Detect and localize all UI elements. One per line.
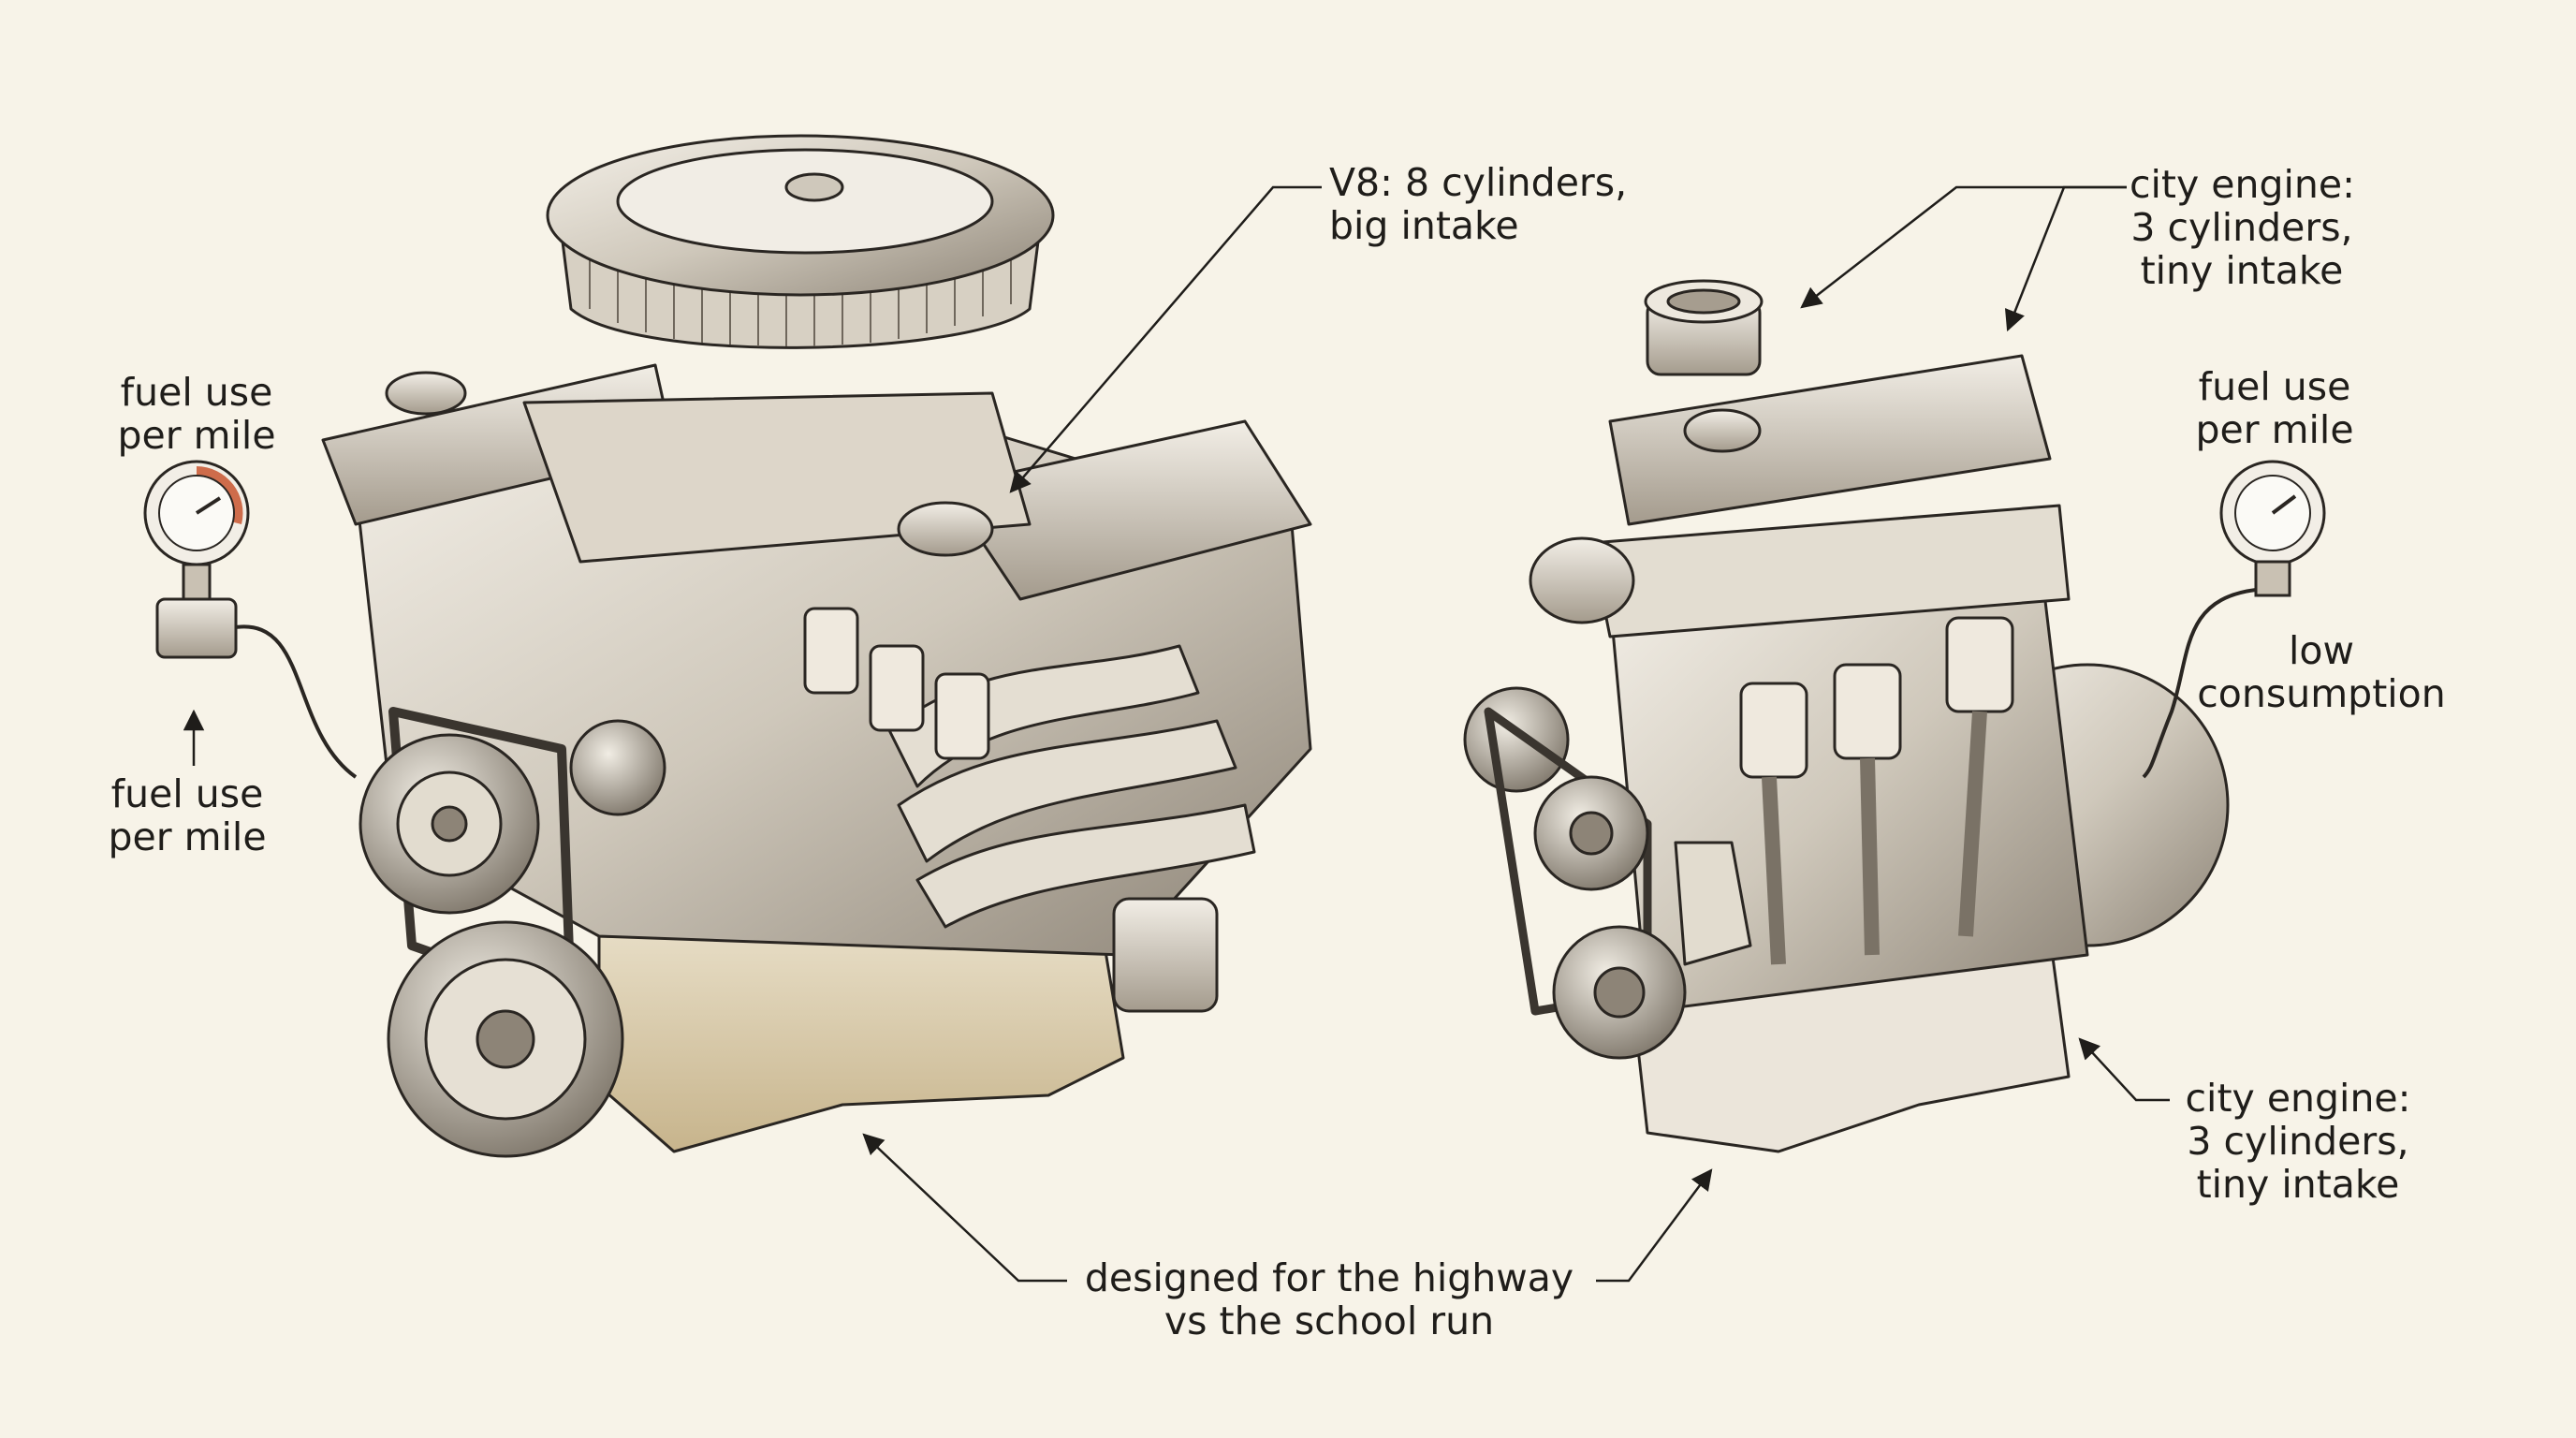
label-caption-line1: designed for the highway [1084, 1255, 1574, 1300]
label-v8-title-line2: big intake [1329, 203, 1519, 248]
city-oil-cap [1683, 408, 1762, 453]
label-low-consumption-line1: low [2288, 628, 2354, 673]
v8-pistons [803, 607, 990, 760]
label-city-bottom-line3: tiny intake [2196, 1162, 2400, 1207]
label-fuel-left-top-line1: fuel use [120, 370, 273, 415]
city-pistons [1739, 616, 2014, 965]
label-fuel-left-bottom-line1: fuel use [110, 771, 264, 816]
label-fuel-left-bottom-line2: per mile [108, 814, 267, 859]
label-low-consumption: low consumption [2181, 629, 2462, 715]
v8-exhaust-outlet [1112, 897, 1219, 1013]
label-fuel-right-line2: per mile [2195, 407, 2354, 452]
leader-city-top-b [2004, 185, 2127, 332]
leader-city-top-a [1800, 185, 2127, 309]
label-city-top: city engine: 3 cylinders, tiny intake [2130, 162, 2355, 293]
label-city-bottom-line2: 3 cylinders, [2187, 1119, 2409, 1164]
v8-oil-pan [597, 934, 1125, 1153]
label-fuel-left-top: fuel use per mile [84, 371, 309, 457]
label-city-bottom-line1: city engine: [2185, 1076, 2411, 1121]
label-caption: designed for the highway vs the school r… [1067, 1256, 1591, 1343]
city-tiny-intake [1644, 279, 1764, 376]
leader-caption-left [862, 1133, 1067, 1283]
label-caption-line2: vs the school run [1164, 1299, 1495, 1343]
city-alternator [1463, 686, 1570, 793]
v8-valve-cover-right [944, 419, 1312, 601]
city-water-pump [1674, 841, 1752, 966]
left-fuel-gauge [143, 460, 358, 779]
label-low-consumption-line2: consumption [2197, 671, 2446, 716]
label-v8-title-line1: V8: 8 cylinders, [1329, 160, 1628, 205]
leader-lines [183, 185, 2170, 1283]
label-city-top-line2: 3 cylinders, [2130, 205, 2353, 250]
leader-city-bottom [2078, 1037, 2170, 1102]
v8-front-pulleys [359, 707, 666, 1158]
label-city-top-line1: city engine: [2130, 162, 2355, 207]
v8-air-cleaner [546, 134, 1055, 349]
v8-oil-cap [897, 501, 994, 557]
label-fuel-left-bottom: fuel use per mile [75, 772, 300, 858]
leader-caption-right [1596, 1168, 1713, 1283]
leader-v8-title [1009, 185, 1322, 493]
right-fuel-gauge [2142, 460, 2326, 779]
v8-radiator-cap [385, 371, 467, 416]
label-city-top-line3: tiny intake [2140, 248, 2344, 293]
v8-engine-illustration [321, 134, 1312, 1158]
label-fuel-right-line1: fuel use [2198, 364, 2351, 409]
label-city-bottom: city engine: 3 cylinders, tiny intake [2172, 1077, 2424, 1206]
city-valve-cover [1608, 354, 2052, 526]
city-engine-illustration [1463, 279, 2230, 1153]
label-v8-title: V8: 8 cylinders, big intake [1329, 161, 1627, 247]
label-fuel-left-top-line2: per mile [117, 413, 276, 458]
label-fuel-right: fuel use per mile [2162, 365, 2387, 451]
city-front-pulleys [1484, 707, 1687, 1060]
city-thermostat [1529, 536, 1635, 624]
